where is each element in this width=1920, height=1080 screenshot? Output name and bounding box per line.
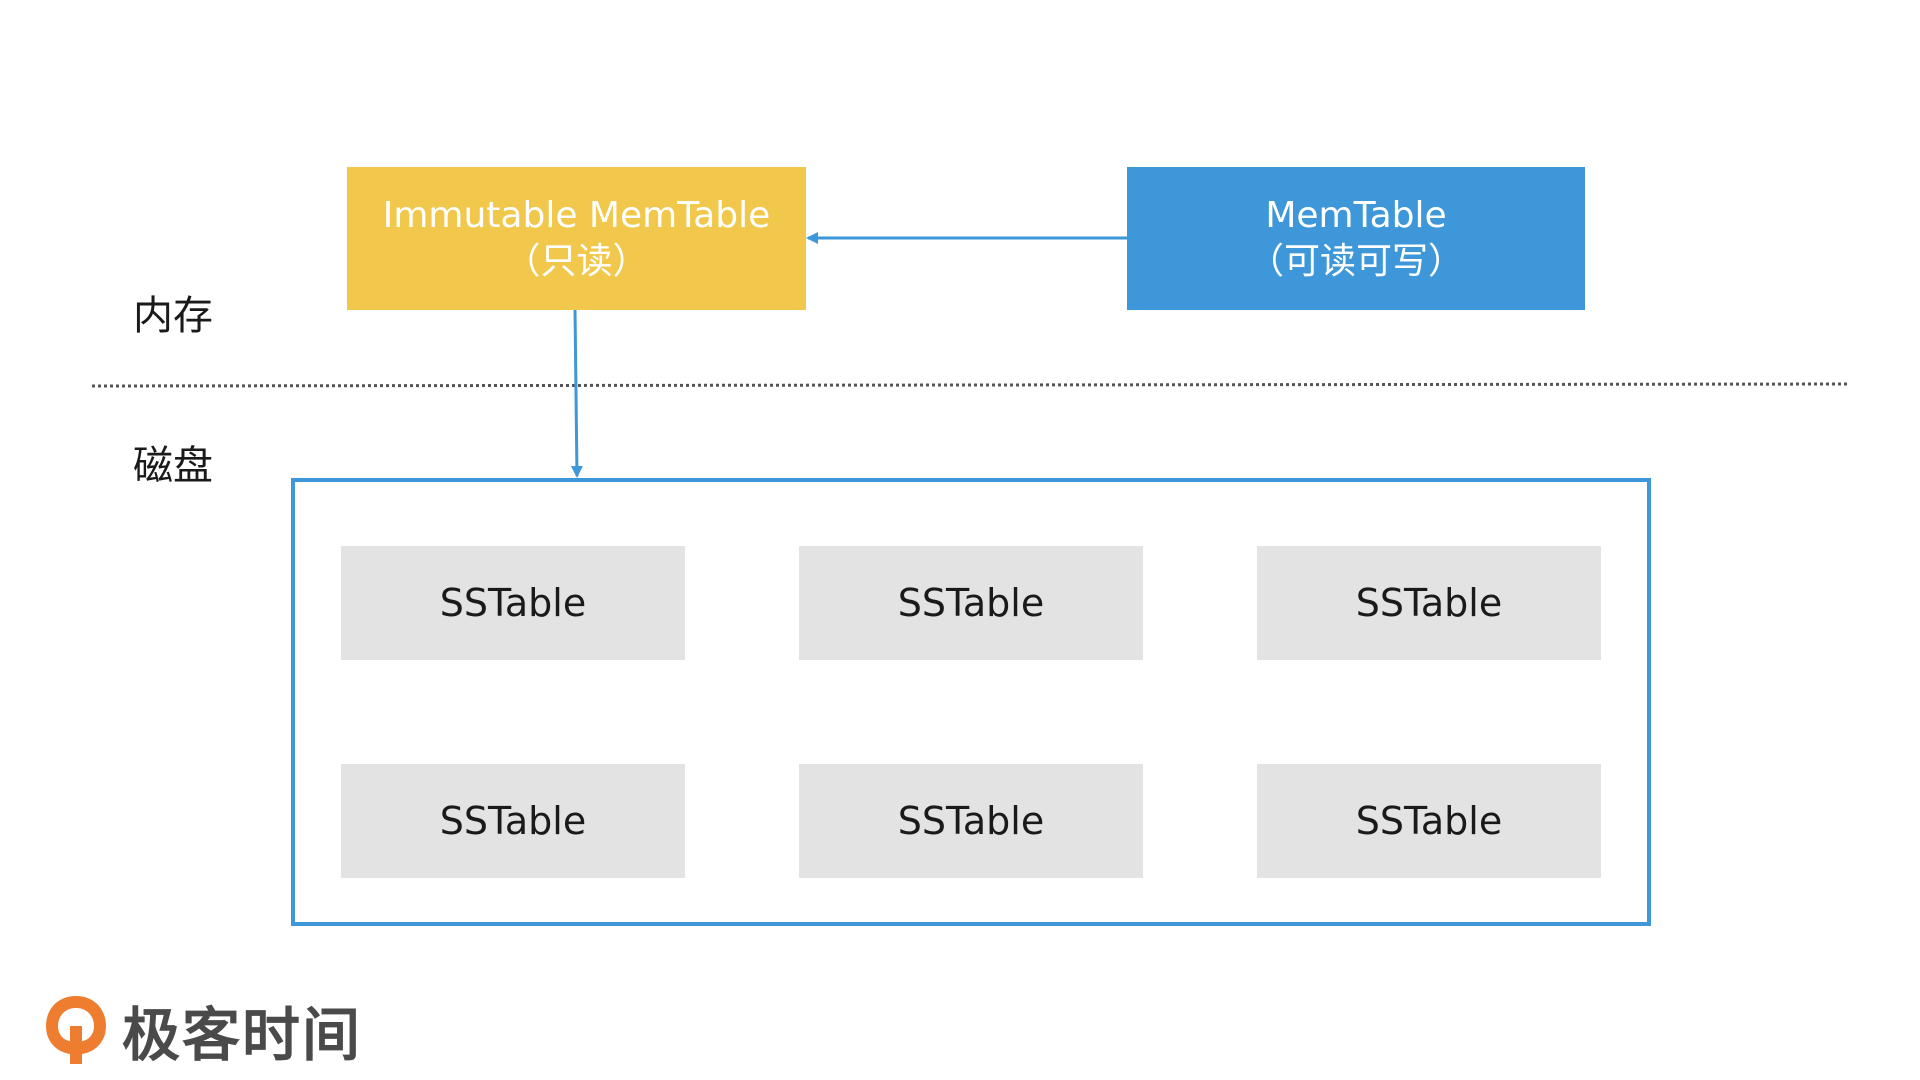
sstable-box: SSTable — [341, 764, 685, 878]
logo-icon — [46, 996, 106, 1064]
memory-disk-divider — [91, 382, 1851, 388]
immutable-memtable-mode: （只读） — [504, 240, 649, 282]
disk-label: 磁盘 — [133, 443, 213, 489]
memtable-mode: （可读可写） — [1247, 240, 1464, 282]
sstable-box: SSTable — [1257, 764, 1601, 878]
sstable-box: SSTable — [341, 546, 685, 660]
sstable-box: SSTable — [799, 764, 1143, 878]
sstable-box: SSTable — [1257, 546, 1601, 660]
brand-logo: 极客时间 — [40, 990, 362, 1070]
memory-label: 内存 — [133, 293, 213, 339]
memtable-title: MemTable — [1265, 194, 1447, 236]
disk-sstable-container: SSTable SSTable SSTable SSTable SSTable … — [291, 478, 1651, 926]
immutable-memtable-box: Immutable MemTable （只读） — [347, 167, 806, 310]
memtable-box: MemTable （可读可写） — [1127, 167, 1585, 310]
immutable-memtable-title: Immutable MemTable — [382, 194, 771, 236]
logo-text: 极客时间 — [122, 1001, 363, 1069]
sstable-box: SSTable — [799, 546, 1143, 660]
immutable-to-disk-arrow — [570, 309, 583, 478]
